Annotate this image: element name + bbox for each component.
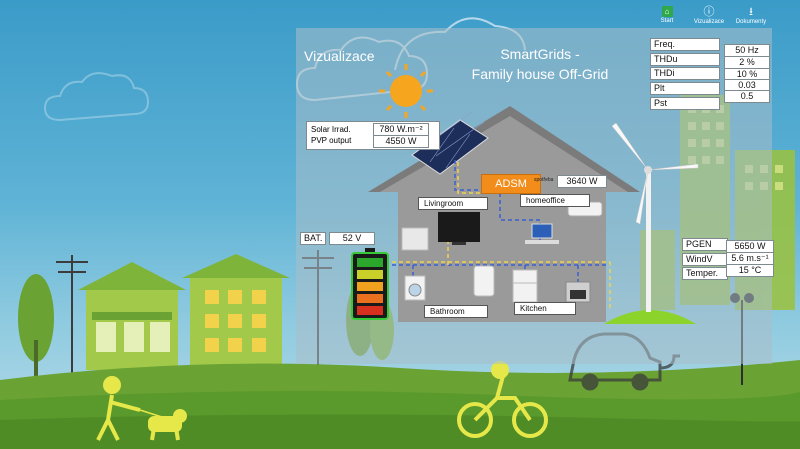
battery-label: BAT. (300, 232, 327, 245)
pgen-label: PGEN (682, 238, 728, 251)
room-kitchen[interactable]: Kitchen (514, 302, 576, 315)
thdu-label: THDu (650, 53, 720, 66)
room-livingroom[interactable]: Livingroom (418, 197, 488, 210)
section-title: Vizualizace (304, 48, 375, 64)
washer-icon (404, 275, 426, 301)
spotreba-value: 3640 W (557, 175, 607, 188)
dokumenty-button-label: Dokumenty (735, 19, 767, 25)
room-bathroom[interactable]: Bathroom (424, 305, 488, 318)
vizualizace-button-label: Vizualizace (693, 19, 725, 25)
computer-icon (525, 223, 559, 244)
wind-turbine-icon (604, 122, 699, 324)
start-button-label: Start (660, 18, 674, 24)
page-title-line1: SmartGrids - (500, 46, 580, 62)
pvp-output-label: PVP output (311, 136, 352, 145)
windv-label: WindV (682, 253, 728, 266)
walker-icon (96, 376, 187, 441)
apartment-building (182, 254, 290, 378)
pvp-output-value: 4550 W (373, 135, 429, 148)
fridge-icon (512, 269, 538, 303)
info-icon: ⓘ (703, 6, 715, 18)
pst-value: 0.5 (724, 90, 770, 103)
download-icon: ⭳ (749, 6, 753, 18)
sun-icon (379, 64, 433, 118)
solar-irrad-label: Solar Irrad. (311, 125, 351, 134)
dokumenty-button[interactable]: ⭳ Dokumenty (730, 6, 772, 25)
thdi-label: THDi (650, 67, 720, 80)
page-title: SmartGrids - Family house Off-Grid (470, 44, 610, 84)
stove-icon (565, 281, 591, 303)
cyclist-icon (457, 361, 548, 438)
plt-label: Plt (650, 82, 720, 95)
start-button[interactable]: ⌂ Start (646, 6, 688, 24)
adsm-button[interactable]: ADSM (481, 174, 541, 194)
room-homeoffice[interactable]: homeoffice (520, 194, 590, 207)
temper-label: Temper. (682, 267, 728, 280)
freq-label: Freq. (650, 38, 720, 51)
start-icon: ⌂ (661, 6, 673, 17)
battery-value: 52 V (329, 232, 375, 245)
vizualizace-button[interactable]: ⓘ Vizualizace (688, 6, 730, 25)
tv-icon (438, 212, 480, 245)
page-title-line2: Family house Off-Grid (471, 66, 609, 82)
shop-building (78, 262, 186, 370)
temper-value: 15 °C (726, 264, 774, 277)
spotreba-label: spotřeba (534, 177, 554, 183)
pst-label: Pst (650, 97, 720, 110)
battery-icon (351, 248, 389, 320)
